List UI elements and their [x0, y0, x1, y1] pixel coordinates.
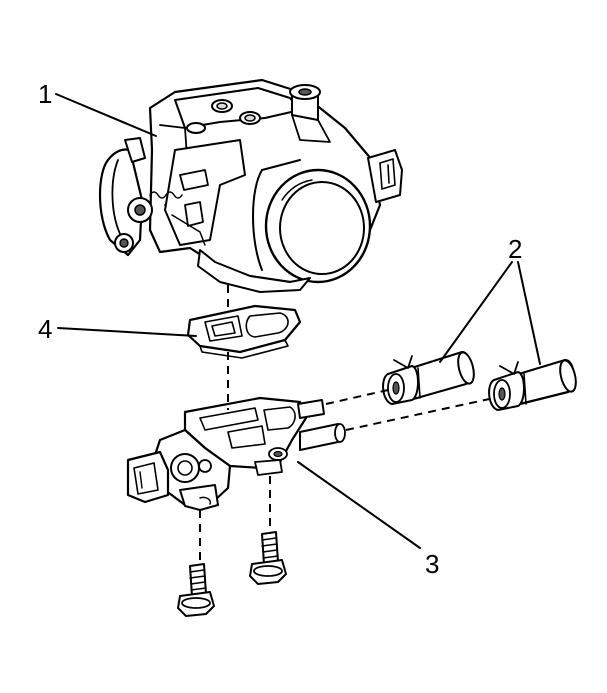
iac-valve-assembly [126, 396, 346, 511]
callout-2: 2 [508, 234, 522, 264]
seal-tube-upper [382, 350, 475, 405]
callout-4: 4 [38, 314, 52, 344]
assembly-lines [199, 285, 495, 566]
seal-tube-lower [488, 358, 577, 411]
leader-lines [55, 93, 541, 549]
gasket [186, 304, 302, 359]
screw-left [177, 563, 215, 617]
throttle-body [98, 78, 403, 293]
callout-1: 1 [38, 79, 52, 109]
screw-right [249, 531, 287, 585]
callout-3: 3 [425, 549, 439, 579]
